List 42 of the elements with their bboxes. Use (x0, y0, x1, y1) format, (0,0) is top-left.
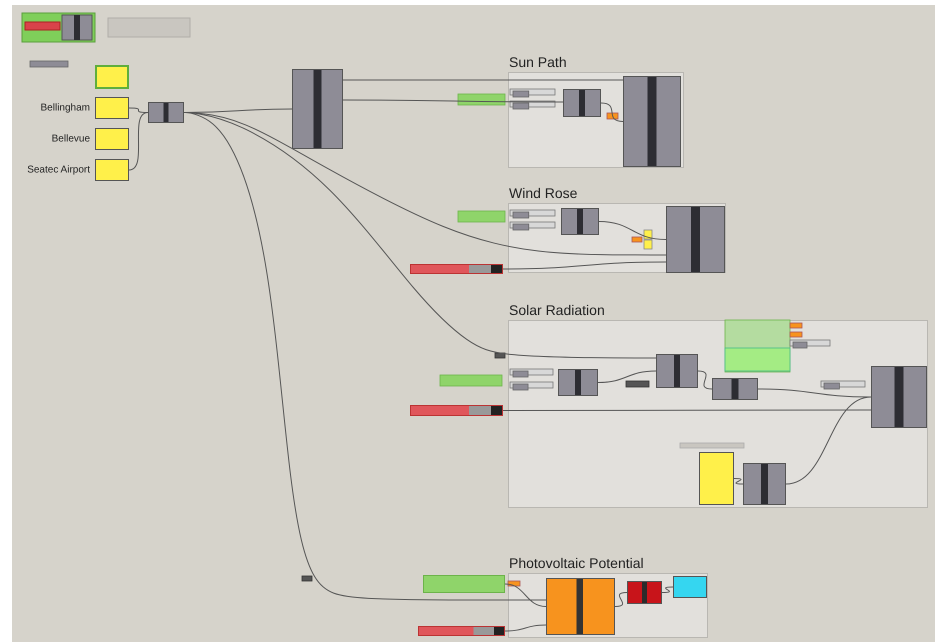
component-block (561, 208, 599, 235)
input-panel (95, 65, 129, 89)
component-block (546, 578, 615, 635)
connector-wire (698, 370, 712, 390)
input-panel (699, 452, 734, 505)
group-title: Solar Radiation (509, 302, 605, 318)
panel-label: Bellingham (40, 102, 90, 114)
component-block (712, 378, 758, 400)
group-title: Wind Rose (509, 185, 578, 201)
connector-wire (128, 108, 148, 113)
connector-wire (342, 100, 564, 102)
panel-label: Seatec Airport (27, 164, 90, 176)
connector-wire (504, 584, 546, 607)
group-title: Sun Path (509, 54, 567, 70)
slider-control (410, 405, 503, 416)
component-block (623, 76, 681, 167)
connector-wire (734, 478, 744, 484)
component-block (666, 206, 725, 273)
connector-wire (502, 262, 666, 270)
slider-control (418, 626, 505, 636)
component-block (292, 69, 343, 149)
connector-wire (128, 112, 148, 170)
component-block (871, 366, 927, 428)
connector-wire (502, 410, 872, 411)
connector-wire (598, 221, 666, 240)
group-title: Photovoltaic Potential (509, 555, 644, 571)
connector-wire (598, 370, 656, 383)
panel-label: Bellevue (52, 134, 90, 144)
component-block (743, 463, 786, 505)
connector-wire (786, 396, 872, 484)
parameter-panel (423, 575, 505, 593)
output-panel (673, 576, 707, 598)
component-block (656, 354, 698, 388)
component-block (148, 102, 184, 123)
component-block (627, 581, 662, 604)
slider-control (410, 264, 503, 274)
connector-wire (504, 624, 546, 632)
connector-wire (614, 592, 628, 607)
connector-wire (184, 112, 546, 600)
component-block (558, 369, 598, 396)
component-block (563, 89, 601, 117)
connector-wire (662, 586, 674, 593)
